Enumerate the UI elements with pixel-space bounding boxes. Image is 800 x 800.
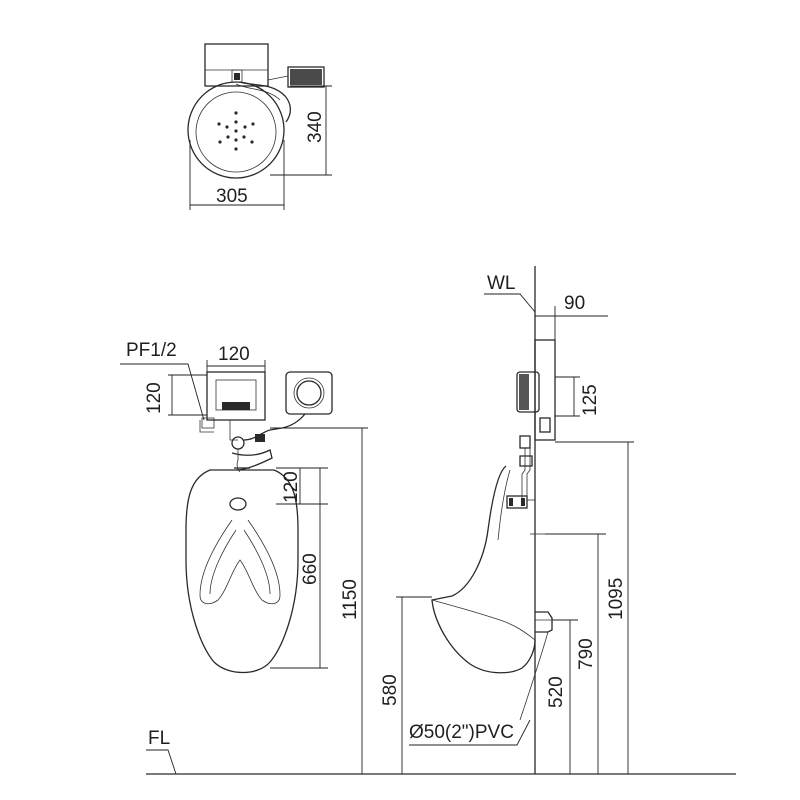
inlet-drop-label: 120 bbox=[281, 471, 302, 503]
sensor-box bbox=[206, 371, 266, 421]
top-view: 305 340 bbox=[187, 43, 332, 210]
mid-height-label: 790 bbox=[576, 638, 597, 670]
top-depth-label: 340 bbox=[305, 111, 326, 143]
sensor-window bbox=[222, 402, 250, 410]
outlet-height-label: 520 bbox=[546, 676, 567, 708]
control-module bbox=[285, 371, 333, 415]
bowl-height-label: 660 bbox=[300, 553, 321, 585]
floor: FL bbox=[146, 728, 736, 775]
spud-coupling bbox=[506, 495, 528, 509]
total-height-label: 1150 bbox=[340, 579, 361, 620]
top-view-bowl bbox=[187, 81, 285, 179]
front-view: PF1/2 120 120 120 660 1150 bbox=[120, 340, 368, 774]
urinal-side-outline bbox=[431, 465, 536, 674]
inlet-spud bbox=[229, 497, 247, 511]
floor-label: FL bbox=[148, 728, 170, 749]
top-view-module bbox=[287, 66, 325, 88]
urinal-front-outline bbox=[185, 469, 299, 674]
wall-label: WL bbox=[487, 273, 516, 294]
wall-offset-label: 90 bbox=[564, 293, 585, 314]
drain-holes bbox=[217, 111, 255, 151]
pipe-thread-label: PF1/2 bbox=[126, 340, 177, 361]
in-wall-box bbox=[534, 339, 556, 441]
side-view: WL 90 125 bbox=[380, 266, 634, 774]
inlet-height-label: 1095 bbox=[606, 578, 627, 620]
box-height-label: 125 bbox=[580, 384, 601, 416]
sensor-width-label: 120 bbox=[218, 344, 250, 365]
drain-pipe-label: Ø50(2")PVC bbox=[409, 722, 514, 743]
sensor-side bbox=[516, 371, 540, 413]
rim-height-label: 580 bbox=[380, 674, 401, 706]
sensor-height-label: 120 bbox=[144, 382, 165, 414]
top-width-label: 305 bbox=[216, 186, 248, 207]
top-view-housing bbox=[204, 43, 269, 87]
